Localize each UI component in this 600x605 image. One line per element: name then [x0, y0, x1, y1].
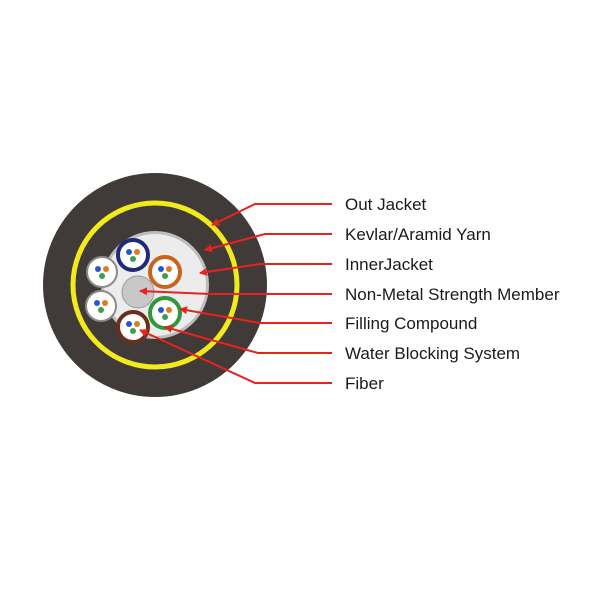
leader-filling-compound: [179, 306, 332, 324]
leader-kevlar: [204, 233, 332, 253]
leader-water-blocking: [164, 325, 332, 354]
fiber-tube-green: [148, 296, 182, 330]
fiber-tube-brown: [116, 310, 150, 344]
label-kevlar-aramid-yarn: Kevlar/Aramid Yarn: [345, 225, 491, 244]
fiber-tube-blue: [116, 238, 150, 272]
cable-cross-section: [43, 173, 267, 397]
fiber-tube-white-1: [86, 256, 118, 288]
fiber-tube-white-2: [85, 290, 117, 322]
fiber-tube-orange: [148, 255, 182, 289]
label-filling-compound: Filling Compound: [345, 314, 477, 333]
labels: Out Jacket Kevlar/Aramid Yarn InnerJacke…: [345, 195, 560, 393]
leader-strength-member: [139, 287, 332, 296]
label-out-jacket: Out Jacket: [345, 195, 427, 214]
label-fiber: Fiber: [345, 374, 384, 393]
leader-out-jacket: [211, 203, 332, 226]
leader-fiber: [139, 329, 332, 384]
label-non-metal-strength-member: Non-Metal Strength Member: [345, 285, 560, 304]
leader-lines: [139, 203, 332, 384]
kevlar-aramid-yarn-ring: [70, 200, 240, 370]
leader-inner-jacket: [199, 263, 332, 276]
label-water-blocking-system: Water Blocking System: [345, 344, 520, 363]
label-inner-jacket: InnerJacket: [345, 255, 433, 274]
